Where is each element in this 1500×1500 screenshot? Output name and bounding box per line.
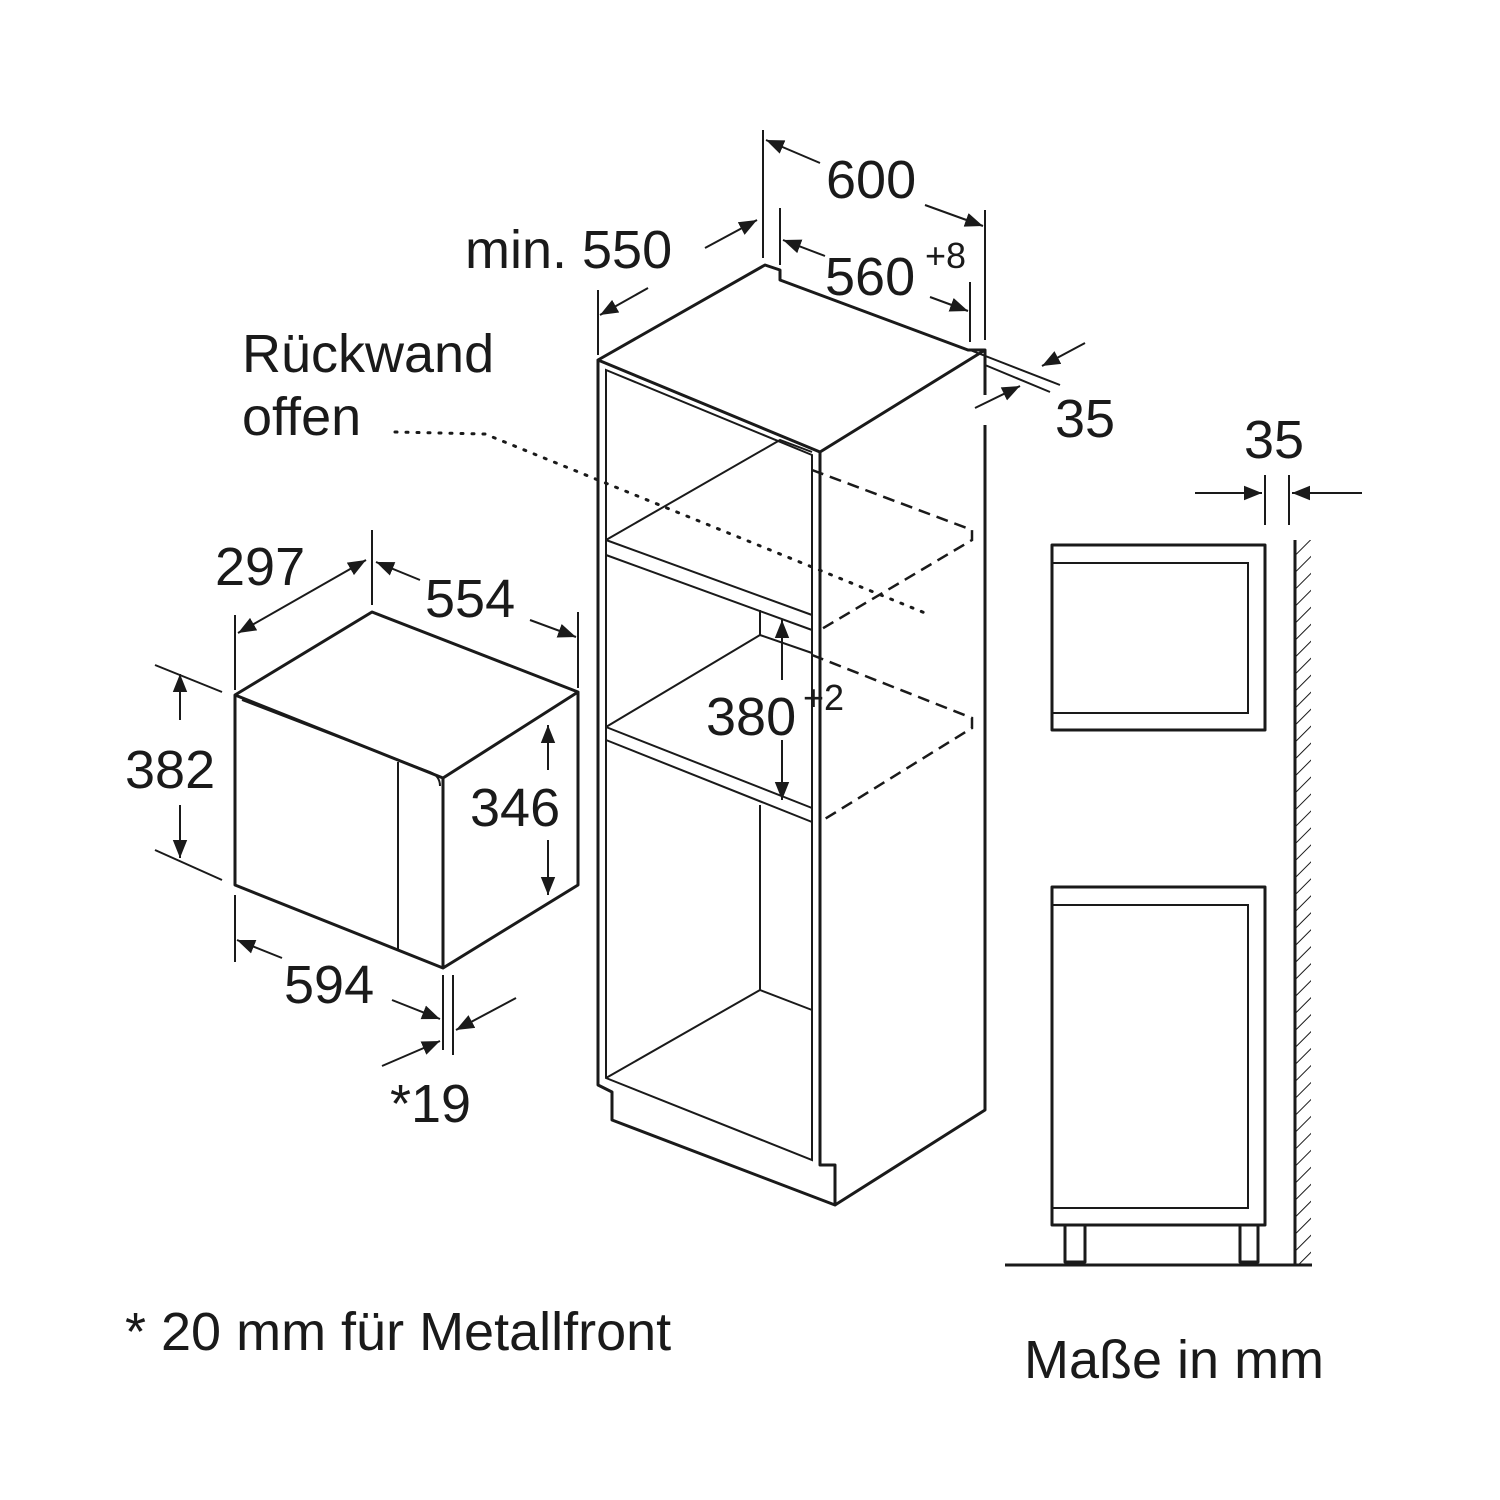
dim-microwave-width: 594 (284, 955, 374, 1015)
footnote: * 20 mm für Metallfront (125, 1302, 671, 1362)
dim-microwave-inner-height: 346 (470, 778, 560, 838)
dim-niche-height: 380 (706, 687, 796, 747)
cabinet-drawing (393, 263, 987, 1207)
dim-niche-width-tolerance: +8 (925, 235, 966, 276)
dim-microwave-width-depth: 554 (425, 569, 515, 629)
dim-back-gap: 35 (1055, 389, 1115, 449)
microwave-dimensions: 297 554 382 346 594 *19 (125, 530, 579, 1134)
microwave-drawing (233, 610, 580, 970)
cabinet-dimensions: 600 min. 550 560 +8 35 380 +2 Rückwand o… (242, 130, 1115, 800)
back-wall-label-line2: offen (242, 387, 361, 447)
dim-microwave-depth: 297 (215, 537, 305, 597)
dim-microwave-front: *19 (390, 1074, 471, 1134)
dim-microwave-height: 382 (125, 740, 215, 800)
wall-hatch (1295, 540, 1311, 1265)
dim-niche-height-tolerance: +2 (803, 677, 844, 718)
dim-cabinet-width: 600 (826, 150, 916, 210)
side-view-drawing: 35 (1005, 410, 1362, 1267)
dim-cabinet-min-depth: min. 550 (465, 220, 672, 280)
dim-niche-width: 560 (825, 247, 915, 307)
units-note: Maße in mm (1024, 1330, 1324, 1390)
dim-side-wall-gap: 35 (1244, 410, 1304, 470)
back-wall-label-line1: Rückwand (242, 324, 494, 384)
